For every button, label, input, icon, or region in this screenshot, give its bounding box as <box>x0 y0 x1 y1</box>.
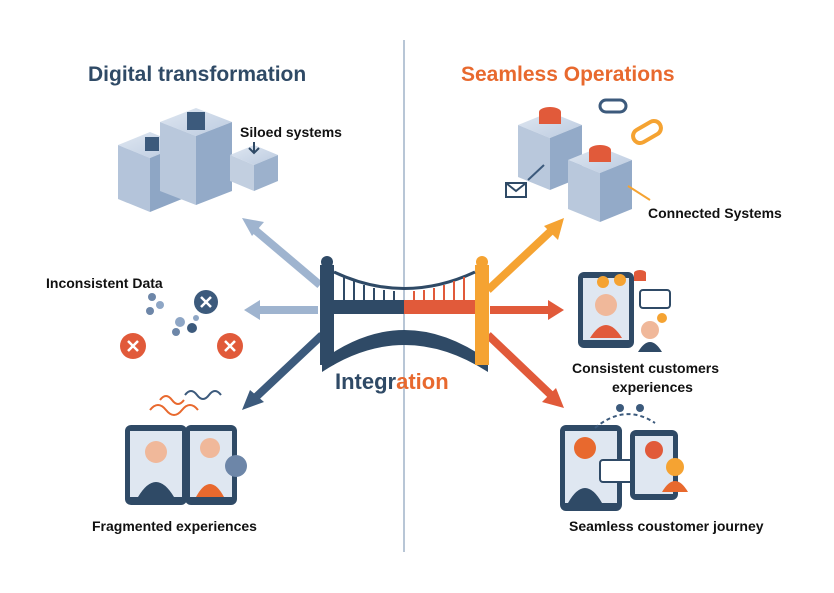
fragmented-experiences-icon <box>125 390 247 505</box>
inconsistent-data-icon <box>120 290 243 359</box>
customer-journey-icon <box>560 404 688 511</box>
inconsistent-data-label: Inconsistent Data <box>46 275 163 291</box>
customer-journey-label: Seamless coustomer journey <box>569 518 764 534</box>
integration-label-part2: ation <box>396 369 449 394</box>
consistent-experiences-label-1: Consistent customers <box>572 360 720 376</box>
consistent-experiences-icon <box>578 270 671 352</box>
siloed-systems-label: Siloed systems <box>240 124 342 140</box>
left-title: Digital transformation <box>88 63 307 86</box>
integration-label-part1: Integr <box>335 369 397 394</box>
left-arrows <box>242 218 325 410</box>
right-arrows <box>485 218 564 408</box>
bridge-icon <box>320 256 489 372</box>
siloed-systems-icon <box>118 108 278 212</box>
connected-systems-label: Connected Systems <box>648 205 782 221</box>
consistent-experiences-label-2: experiences <box>612 379 693 395</box>
connected-systems-icon <box>505 98 663 222</box>
fragmented-experiences-label: Fragmented experiences <box>92 518 257 534</box>
integration-label: Integration <box>335 369 449 395</box>
right-title: Seamless Operations <box>461 63 675 86</box>
